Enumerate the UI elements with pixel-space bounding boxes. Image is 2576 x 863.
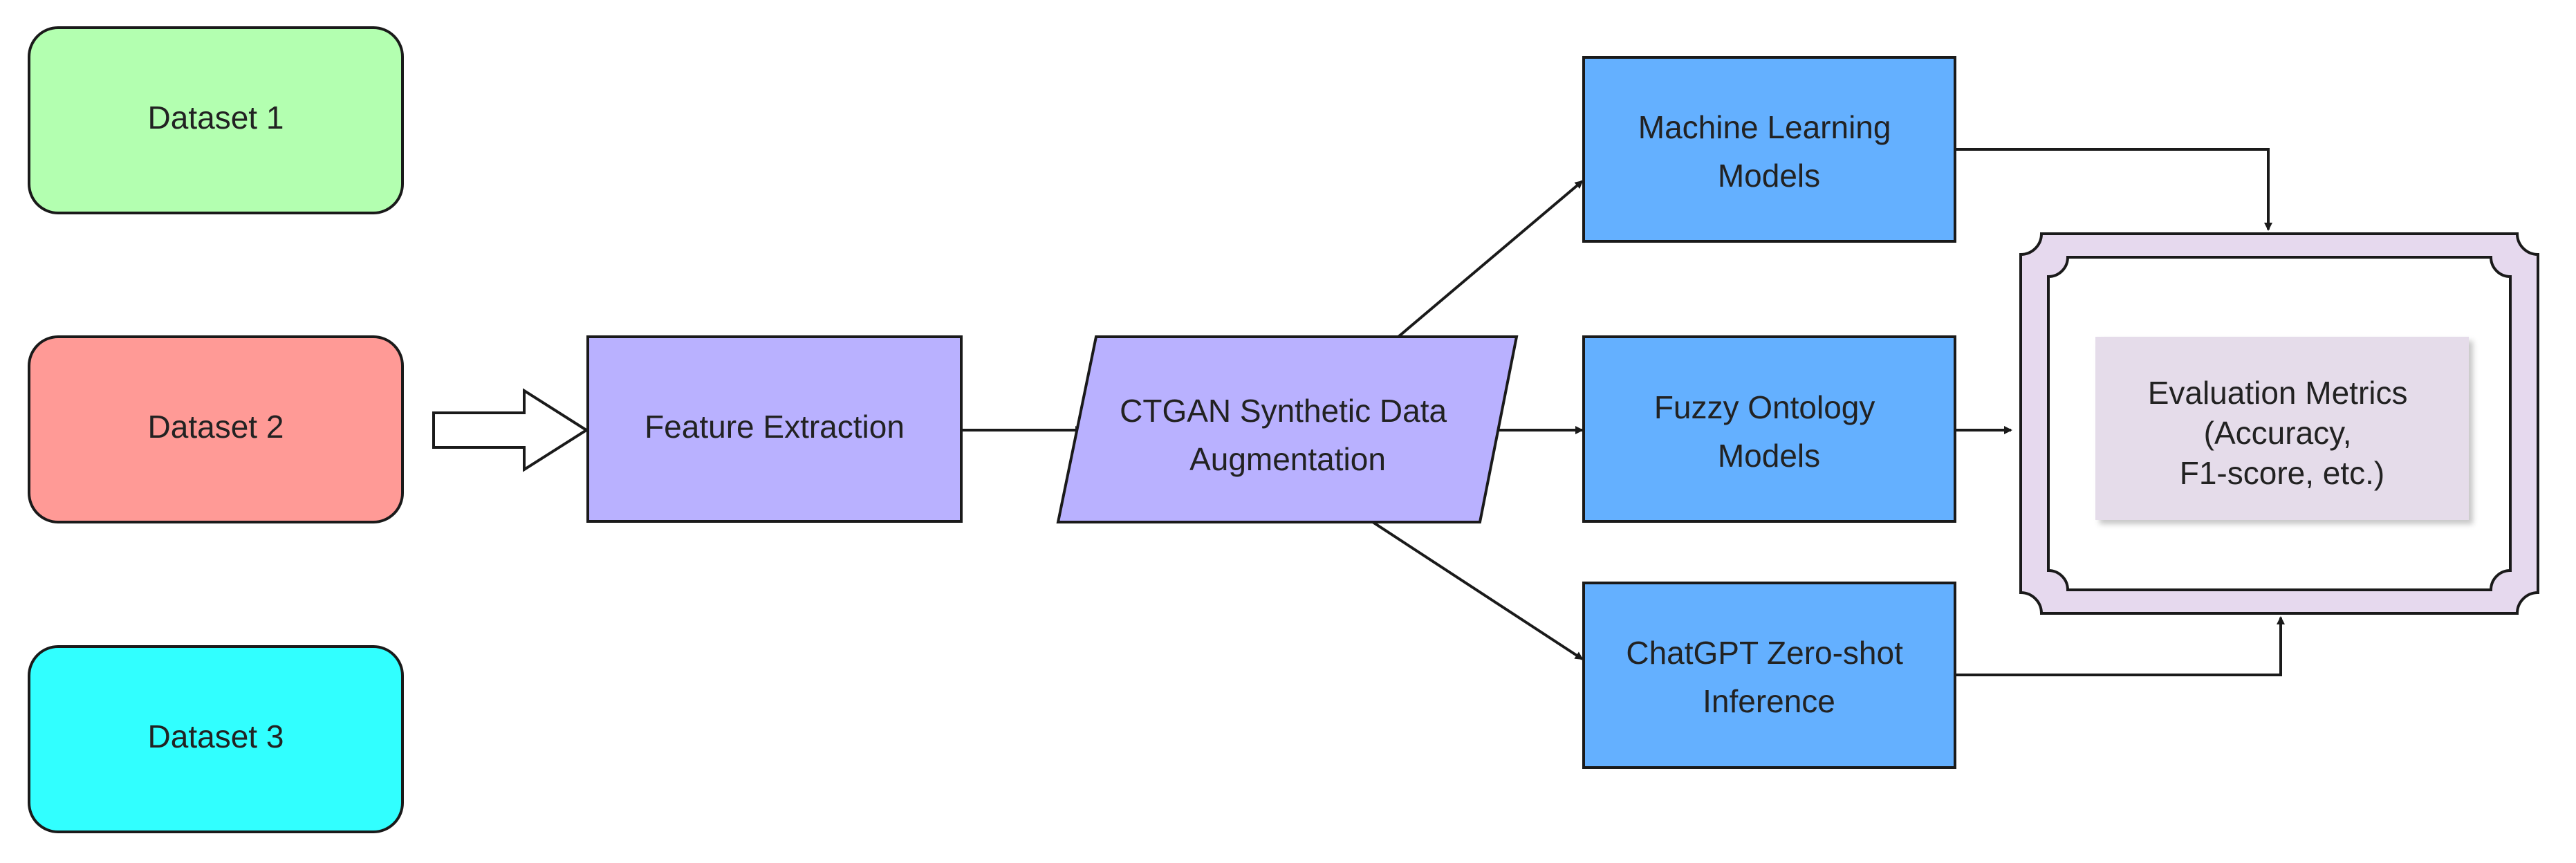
ml-models-node: Machine Learning Models (1582, 56, 1956, 243)
fuzzy-models-label-line-1: Fuzzy Ontology (1654, 389, 1875, 425)
block-arrow-icon (432, 388, 589, 472)
ctgan-augmentation-shape (1056, 335, 1519, 523)
fuzzy-models-label-line-2: Models (1718, 438, 1820, 474)
arrow-ctgan-to-chatgpt (1371, 521, 1584, 660)
dataset-3-node: Dataset 3 (28, 645, 404, 833)
arrow-ml-models-to-evaluation (1955, 148, 2272, 231)
evaluation-label-line-3: F1-score, etc.) (2180, 455, 2385, 491)
fuzzy-models-label: Fuzzy Ontology Models (1654, 389, 1884, 474)
dataset-3-box (28, 645, 404, 833)
dataset-1-node: Dataset 1 (28, 26, 404, 214)
evaluation-metrics-box (2095, 337, 2469, 520)
ctgan-label-line-2: Augmentation (1189, 441, 1386, 477)
ml-models-label-line-1: Machine Learning (1638, 109, 1891, 145)
chatgpt-label-line-2: Inference (1703, 683, 1835, 719)
dataset-3-label: Dataset 3 (148, 718, 284, 754)
dataset-2-node: Dataset 2 (28, 335, 404, 523)
dataset-1-label: Dataset 1 (148, 100, 284, 136)
feature-extraction-node: Feature Extraction (586, 335, 963, 523)
evaluation-label-line-2: (Accuracy, (2204, 415, 2352, 451)
ctgan-augmentation-node: CTGAN Synthetic Data Augmentation (1056, 335, 1519, 523)
fuzzy-models-box (1582, 335, 1956, 523)
ml-models-box (1582, 56, 1956, 243)
evaluation-metrics-label: Evaluation Metrics (Accuracy, F1-score, … (2148, 375, 2417, 491)
ctgan-augmentation-label: CTGAN Synthetic Data Augmentation (1120, 393, 1456, 477)
evaluation-metrics-node: Evaluation Metrics (Accuracy, F1-score, … (2019, 232, 2539, 615)
chatgpt-box (1582, 582, 1956, 769)
ctgan-label-line-1: CTGAN Synthetic Data (1120, 393, 1447, 429)
chatgpt-node: ChatGPT Zero-shot Inference (1582, 582, 1956, 769)
ml-models-label-line-2: Models (1718, 158, 1820, 194)
chatgpt-label: ChatGPT Zero-shot Inference (1626, 635, 1911, 719)
feature-extraction-label: Feature Extraction (645, 409, 905, 445)
dataset-1-box (28, 26, 404, 214)
chatgpt-label-line-1: ChatGPT Zero-shot (1626, 635, 1903, 671)
arrow-ctgan-to-ml-models (1397, 180, 1584, 338)
dataset-2-label: Dataset 2 (148, 409, 284, 445)
fuzzy-models-node: Fuzzy Ontology Models (1582, 335, 1956, 523)
evaluation-label-line-1: Evaluation Metrics (2148, 375, 2408, 411)
dataset-2-box (28, 335, 404, 523)
ml-models-label: Machine Learning Models (1638, 109, 1900, 194)
arrow-chatgpt-to-evaluation (1955, 616, 2285, 676)
